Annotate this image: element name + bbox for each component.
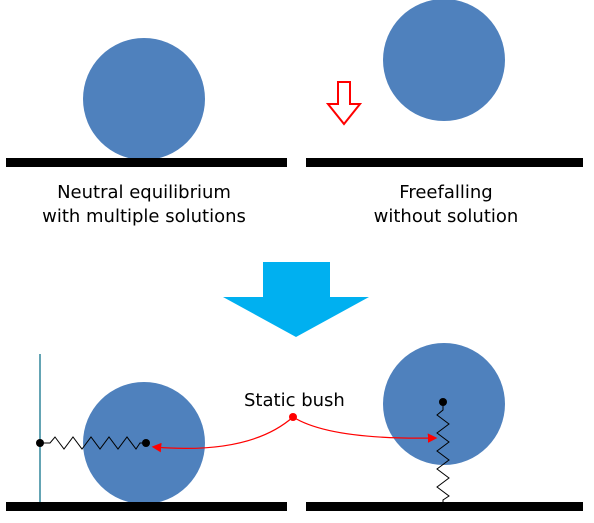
static-bush-pointer-left bbox=[151, 416, 294, 453]
ground-bottom-left bbox=[6, 502, 287, 511]
caption-top-right-line1: Freefalling bbox=[399, 182, 493, 203]
caption-top-left-line2: with multiple solutions bbox=[42, 206, 246, 227]
ball-top-left bbox=[83, 38, 205, 160]
horizontal-spring bbox=[40, 436, 146, 450]
down-arrow-outline-icon bbox=[325, 81, 363, 126]
ball-top-right bbox=[383, 0, 505, 121]
ground-top-right bbox=[306, 158, 583, 167]
spring-top-dot bbox=[439, 398, 447, 406]
static-bush-label: Static bush bbox=[244, 390, 345, 411]
spring-end-right-dot bbox=[142, 439, 150, 447]
caption-top-right: Freefalling without solution bbox=[326, 181, 566, 229]
static-bush-pointer-right bbox=[292, 416, 438, 443]
vertical-spring bbox=[436, 402, 450, 503]
big-down-arrow-icon bbox=[223, 262, 369, 337]
spring-end-left-dot bbox=[36, 439, 44, 447]
ground-top-left bbox=[6, 158, 287, 167]
caption-top-left: Neutral equilibrium with multiple soluti… bbox=[24, 181, 264, 229]
caption-top-left-line1: Neutral equilibrium bbox=[57, 182, 231, 203]
caption-top-right-line2: without solution bbox=[373, 206, 519, 227]
ground-bottom-right bbox=[306, 502, 583, 511]
